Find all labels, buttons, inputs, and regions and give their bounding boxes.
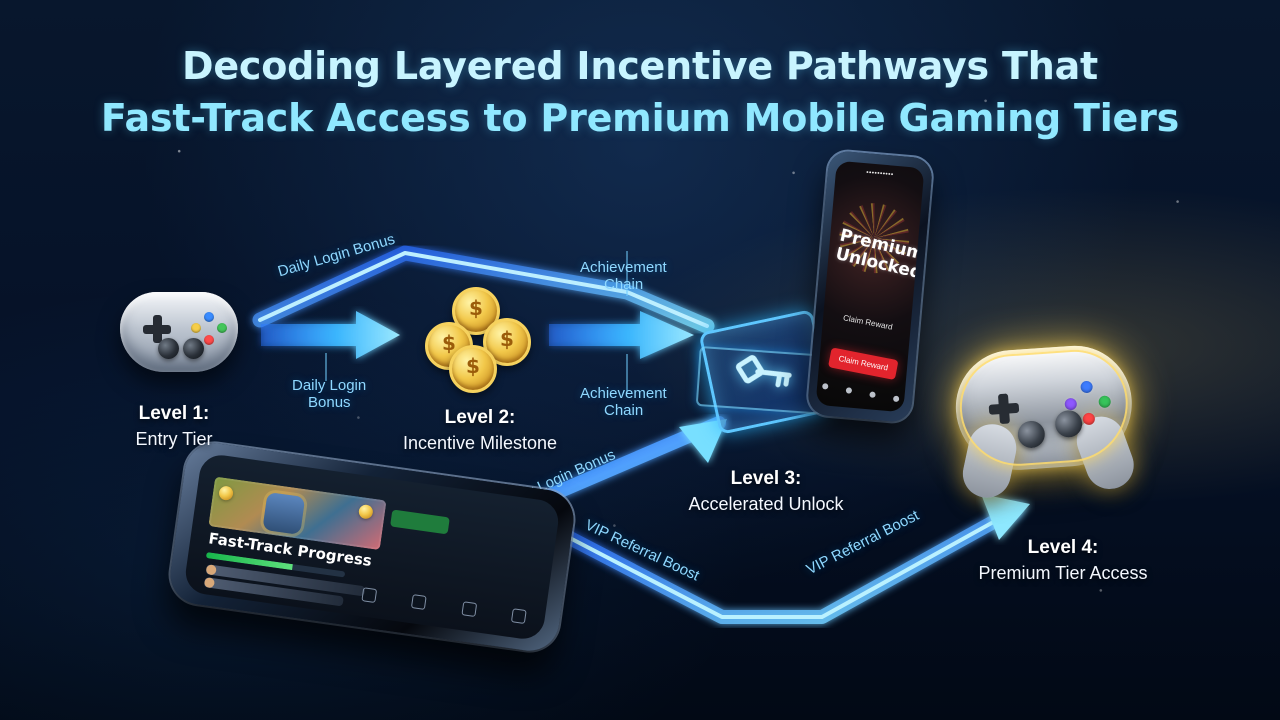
coin-bottom: $ [449, 345, 497, 393]
gamepad-button-yellow [191, 323, 201, 333]
nav-dot-1 [821, 382, 829, 390]
digital-key-icon [698, 309, 834, 435]
premium-unlocked-screen: •••••••••• Premium Unlocked Claim Reward… [815, 160, 925, 413]
level-1-subtitle: Entry Tier [135, 429, 213, 449]
phone-status-bar: •••••••••• [865, 169, 894, 179]
gamepad-button-green [217, 323, 227, 333]
title-line-1: Decoding Layered Incentive Pathways That [181, 44, 1098, 88]
gamepad-dpad-vertical [153, 315, 162, 343]
footer-icon-home[interactable] [361, 587, 378, 603]
coin-stack-icon: $ $ $ $ [425, 287, 531, 393]
level-4-title: Level 4: [1027, 537, 1099, 558]
gamepad-stick-left [158, 338, 179, 359]
route-label-achievement-bottom-line2: Chain [604, 402, 644, 419]
premium-gold-trim [956, 346, 1132, 470]
key-icon [735, 355, 792, 388]
route-label-achievement-top-line1: Achievement [580, 259, 667, 276]
premium-dpad-vertical [997, 393, 1010, 425]
level-4-subtitle: Premium Tier Access [978, 563, 1148, 583]
phone-bottom-nav [821, 377, 901, 408]
gamepad-icon [120, 292, 238, 372]
route-label-achievement-bottom-line1: Achievement [580, 385, 667, 402]
title-line-2: Fast-Track Access to Premium Mobile Gami… [100, 96, 1180, 140]
route-label-daily-login-mid-line2: Bonus [308, 394, 351, 411]
route-label-daily-login-mid-line1: Daily Login [292, 377, 367, 394]
claim-reward-button[interactable]: Claim Reward [827, 347, 899, 381]
level-3-title: Level 3: [730, 468, 802, 489]
gamepad-button-red [204, 335, 214, 345]
phone-footer-nav [361, 587, 527, 625]
nav-dot-3 [869, 391, 877, 399]
level-3-subtitle: Accelerated Unlock [688, 494, 844, 514]
premium-gamepad-icon [952, 342, 1136, 474]
page-title: Decoding Layered Incentive Pathways That… [40, 40, 1240, 144]
nav-dot-4 [892, 395, 900, 403]
footer-icon-games[interactable] [461, 601, 477, 618]
reward-pill[interactable] [390, 509, 450, 535]
banner-coin-2 [357, 503, 374, 520]
level-1-title: Level 1: [138, 403, 210, 424]
nav-dot-2 [845, 387, 853, 394]
footer-icon-rewards[interactable] [411, 594, 428, 610]
claim-reward-label: Claim Reward [842, 313, 894, 332]
gamepad-stick-right [183, 338, 204, 359]
route-label-achievement-top-line2: Chain [604, 276, 644, 293]
banner-coin-1 [218, 485, 234, 502]
footer-icon-profile[interactable] [510, 608, 527, 625]
gamepad-button-blue [204, 312, 214, 322]
level-2-title: Level 2: [444, 407, 516, 428]
level-2-subtitle: Incentive Milestone [402, 433, 558, 453]
